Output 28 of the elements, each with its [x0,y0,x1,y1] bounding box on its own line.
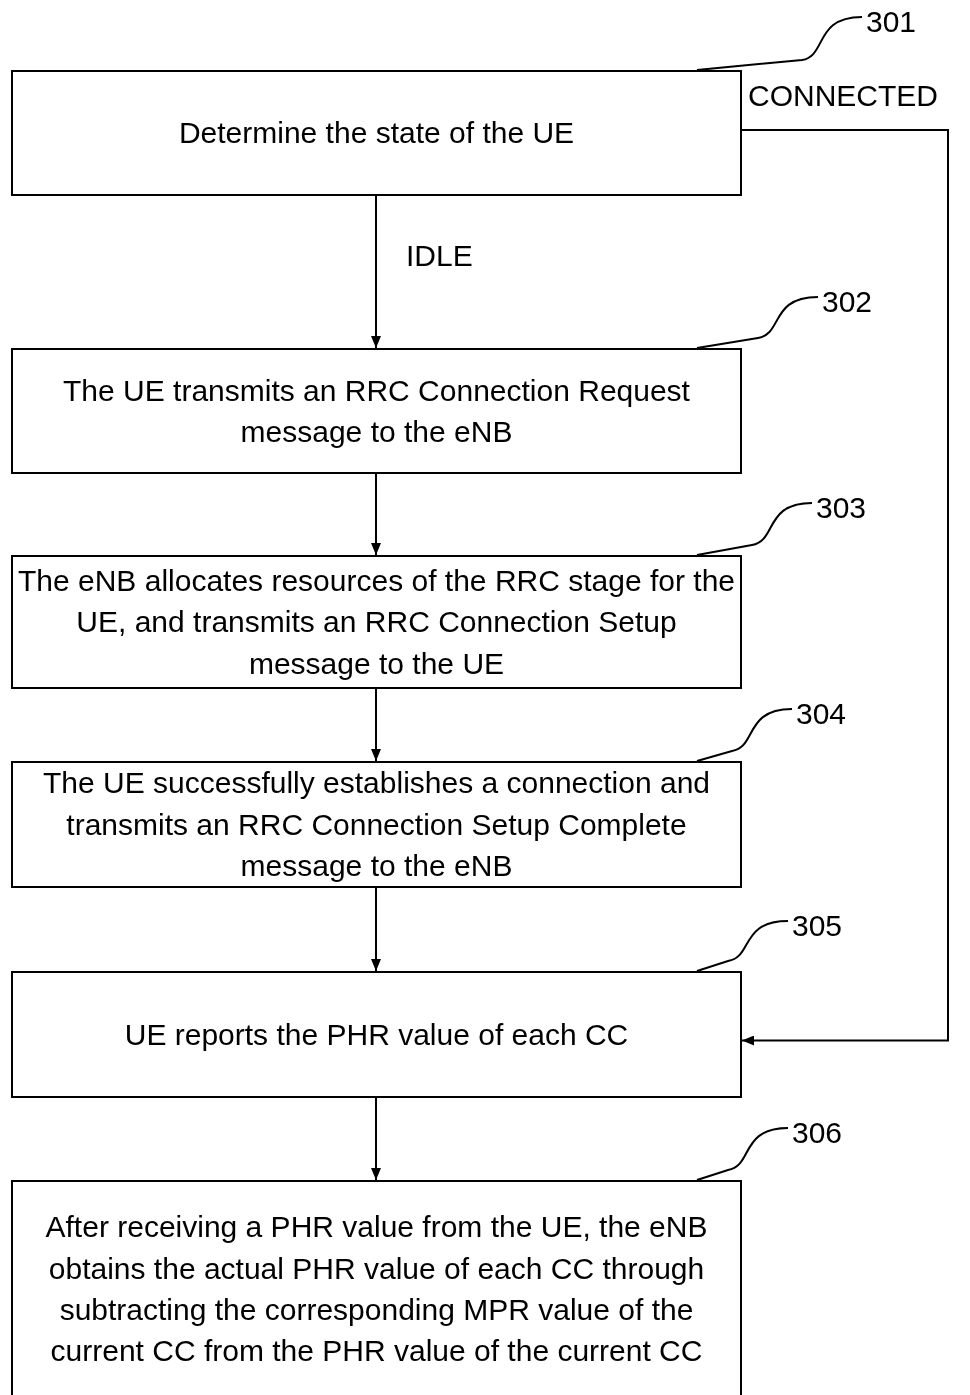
step-text: Determine the state of the UE [178,115,575,152]
step-text: After receiving a PHR value from the UE, the eNB obtains the actual PHR value of each CC through subtracting the corresponding MPR value of the current CC from the PHR value of the current CC [44,1209,709,1370]
step-text: UE reports the PHR value of each CC [124,1016,629,1053]
leader-line [696,296,819,349]
arrow [371,887,381,972]
step-text: The UE transmits an RRC Connection Request message to the eNB [62,372,691,450]
callout-number: 304 [796,697,847,731]
step-text: The UE successfully establishes a connection and transmits an RRC Connection Setup Complete message to the eNB [42,765,711,885]
arrow [371,1097,381,1181]
leader-line [696,16,863,71]
callout-number: 306 [792,1116,843,1150]
callout-number: 301 [866,5,917,39]
leader-line [696,708,793,762]
callout-number: 305 [792,909,843,943]
arrow [741,129,949,1046]
leader-line [696,502,813,556]
arrow [371,473,381,556]
process-box [11,348,742,474]
process-box [11,1180,742,1395]
process-box [11,70,742,196]
callout-number: 302 [822,285,873,319]
step-text: The eNB allocates resources of the RRC stage for the UE, and transmits an RRC Connection Setup message to the UE [17,562,736,682]
callout-number: 303 [816,491,867,525]
process-box [11,971,742,1098]
leader-line [696,1127,789,1181]
arrow [371,195,381,349]
leader-line [696,920,789,972]
arrow [371,688,381,762]
